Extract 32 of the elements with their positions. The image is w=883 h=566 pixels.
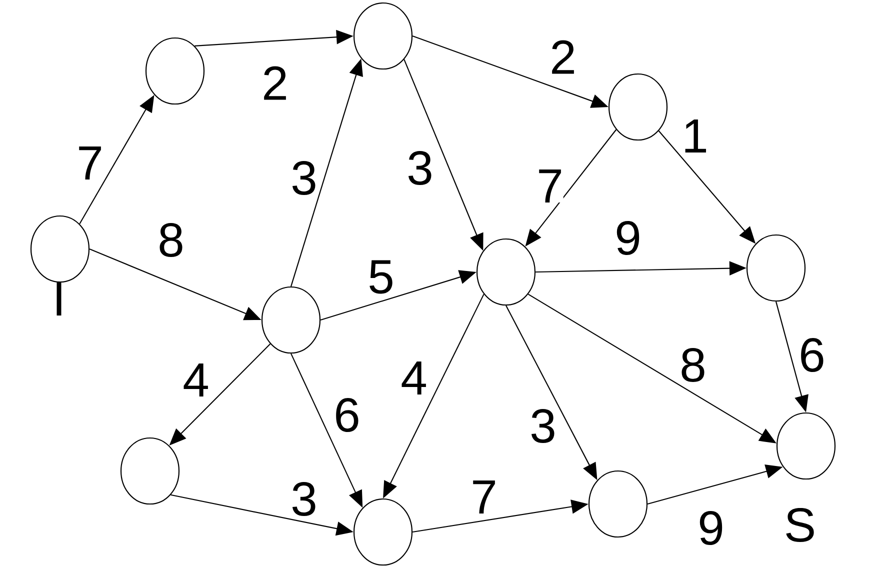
node-label: I [56,282,62,316]
edge-label: 4 [182,364,210,397]
circle-node [261,286,321,354]
edge-label: 3 [530,409,556,443]
circle-node [353,2,413,70]
edge-label: 3 [406,151,434,185]
edge-label: 8 [680,348,706,382]
edge-label: 2 [262,66,288,100]
edge-label: 7 [470,480,498,514]
edge-label: 7 [536,170,564,203]
edge-label: 4 [400,362,428,395]
edge-label: 3 [290,161,318,195]
edge-label: 6 [798,338,826,372]
circle-node [145,37,205,105]
edge-label: 9 [614,221,642,255]
circle-node [608,73,668,141]
circle-node [353,498,413,566]
edge-label: 8 [158,223,184,257]
circle-node [588,470,648,538]
circle-node [746,234,806,302]
circle-node [476,238,536,306]
edge-label: 6 [334,398,360,432]
circle-node [120,437,180,505]
edge-label: 5 [368,260,394,294]
circle-node [30,215,90,283]
edge-label: 9 [698,511,724,545]
edge-label: 2 [550,40,576,74]
circle-node [776,412,836,480]
edge-label: 7 [76,146,104,180]
node-label: S [786,508,814,542]
edge-label: 3 [290,482,318,516]
edge-label: 1 [682,120,708,153]
